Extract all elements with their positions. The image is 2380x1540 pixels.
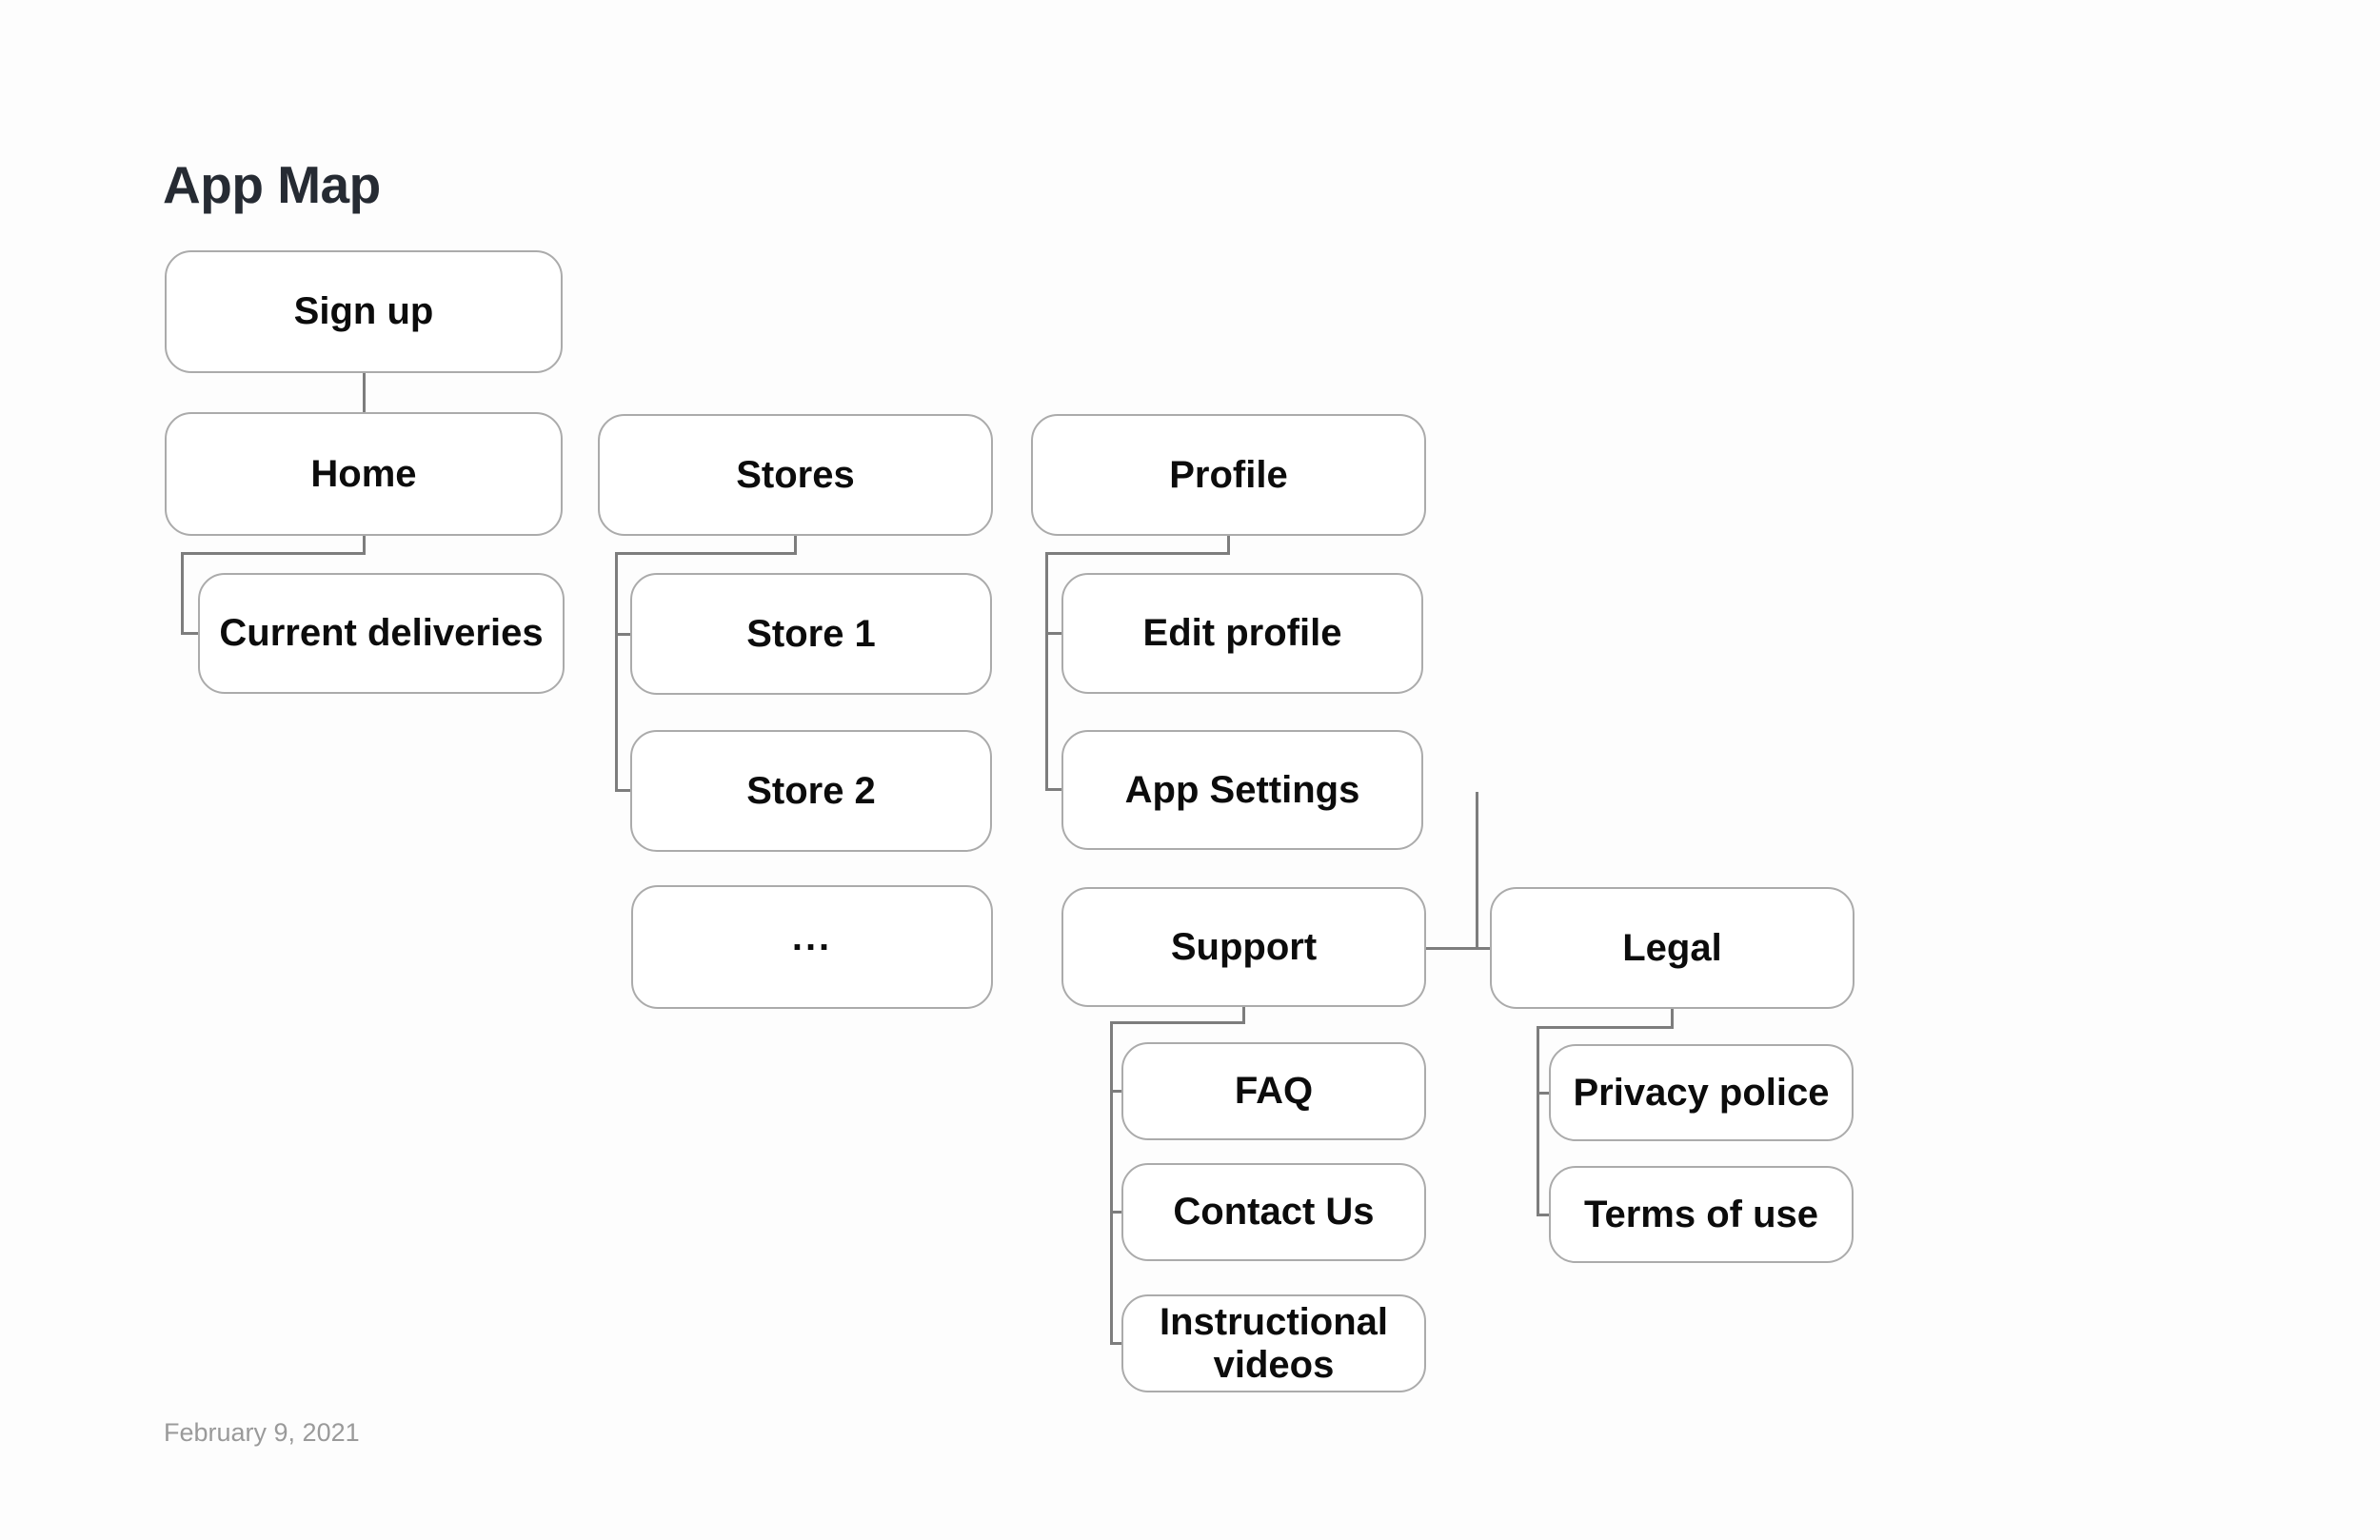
node-home[interactable]: Home <box>165 412 563 536</box>
node-stores[interactable]: Stores <box>598 414 993 536</box>
node-legal[interactable]: Legal <box>1490 887 1854 1009</box>
node-label: Stores <box>736 453 855 496</box>
edge-support-legal <box>1426 947 1490 950</box>
node-label: Store 1 <box>746 612 876 655</box>
node-support[interactable]: Support <box>1061 887 1426 1007</box>
edge-home-horizontal <box>181 552 366 555</box>
date-label: February 9, 2021 <box>164 1418 360 1447</box>
node-label: Contact Us <box>1173 1191 1375 1234</box>
node-privacy-police[interactable]: Privacy police <box>1549 1044 1854 1141</box>
node-terms-of-use[interactable]: Terms of use <box>1549 1166 1854 1263</box>
node-current-deliveries[interactable]: Current deliveries <box>198 573 565 694</box>
edge-current-deliveries-stub <box>181 632 198 635</box>
edge-home-stub <box>363 536 366 554</box>
node-profile[interactable]: Profile <box>1031 414 1426 536</box>
node-label: Legal <box>1622 926 1722 969</box>
edge-legal-trunk <box>1537 1026 1539 1216</box>
node-label: Edit profile <box>1142 612 1342 655</box>
edge-stores-trunk <box>615 552 618 792</box>
node-label: Profile <box>1169 453 1288 496</box>
edge-privacy-police-stub <box>1537 1092 1549 1095</box>
node-label: Instructional videos <box>1159 1300 1389 1386</box>
node-app-settings[interactable]: App Settings <box>1061 730 1423 850</box>
edge-sign-up-home <box>363 373 366 412</box>
node-contact-us[interactable]: Contact Us <box>1121 1163 1426 1261</box>
node-instructional-videos[interactable]: Instructional videos <box>1121 1294 1426 1392</box>
node-faq[interactable]: FAQ <box>1121 1042 1426 1140</box>
edge-store-2-stub <box>615 789 630 792</box>
edge-profile-stub <box>1227 536 1230 554</box>
node-label: ... <box>791 916 833 958</box>
node-label: Store 2 <box>746 769 876 812</box>
node-label: Support <box>1170 925 1318 968</box>
node-label: Sign up <box>293 290 434 333</box>
edge-store-1-stub <box>615 633 630 636</box>
node-more-stores[interactable]: ... <box>631 885 993 1009</box>
edge-app-settings-stub <box>1045 788 1061 791</box>
node-label: FAQ <box>1234 1070 1314 1113</box>
edge-profile-trunk <box>1045 552 1048 791</box>
node-label: Terms of use <box>1584 1193 1818 1235</box>
node-store-2[interactable]: Store 2 <box>630 730 992 852</box>
edge-edit-profile-stub <box>1045 632 1061 635</box>
node-label: Privacy police <box>1573 1071 1830 1114</box>
edge-legal-horizontal <box>1537 1026 1674 1029</box>
node-edit-profile[interactable]: Edit profile <box>1061 573 1423 694</box>
node-sign-up[interactable]: Sign up <box>165 250 563 373</box>
edge-support-stub <box>1242 1007 1245 1023</box>
edge-terms-of-use-stub <box>1537 1214 1549 1216</box>
edge-home-trunk <box>181 552 184 634</box>
edge-legal-vertical-drop <box>1476 792 1478 950</box>
node-label: Current deliveries <box>219 612 544 655</box>
edge-instructional-videos-stub <box>1110 1342 1121 1345</box>
node-store-1[interactable]: Store 1 <box>630 573 992 695</box>
edge-support-horizontal <box>1110 1021 1245 1024</box>
node-label: App Settings <box>1124 768 1360 811</box>
edge-support-trunk <box>1110 1021 1113 1345</box>
edge-stores-horizontal <box>615 552 797 555</box>
edge-faq-stub <box>1110 1090 1121 1093</box>
page-title: App Map <box>163 155 381 214</box>
edge-profile-horizontal <box>1045 552 1230 555</box>
edge-legal-stub <box>1671 1009 1674 1029</box>
edge-contact-us-stub <box>1110 1211 1121 1214</box>
node-label: Home <box>310 452 417 495</box>
edge-stores-stub <box>794 536 797 554</box>
